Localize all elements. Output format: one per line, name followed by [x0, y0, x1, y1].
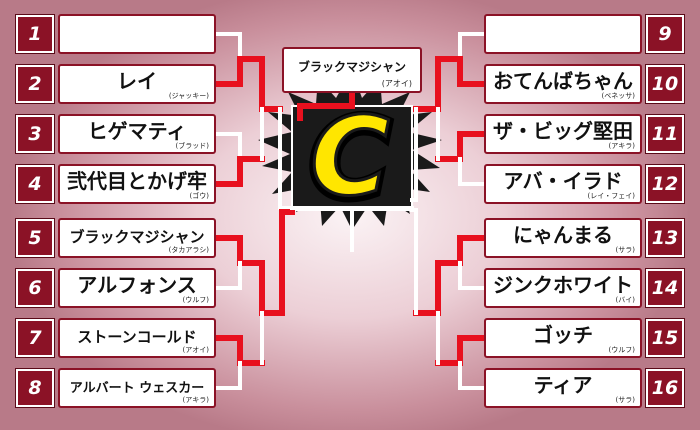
entry-box: レイ (ジャッキー) [58, 64, 216, 104]
entry-name: おてんばちゃん [493, 69, 633, 93]
entry-manager: (ジャッキー) [168, 92, 209, 100]
entry-manager: (ウルフ) [182, 296, 209, 304]
entry-name: ザ・ビッグ堅田 [493, 119, 633, 143]
entry-name: ゴッチ [533, 323, 593, 347]
entry-name: ブラックマジシャン [69, 228, 205, 246]
champion-name: ブラックマジシャン [297, 60, 406, 74]
entry-box: おてんばちゃん(ベネッサ) [484, 64, 642, 104]
seed-number: 8 [16, 369, 54, 407]
entry-manager: (アオイ) [182, 346, 209, 354]
seed-number: 3 [16, 115, 54, 153]
entry-manager: (ウルフ) [608, 346, 635, 354]
entry-manager: (タカアラシ) [168, 246, 209, 254]
entry-box: アルバート ウェスカー(アキラ) [58, 368, 216, 408]
logo-box [291, 105, 413, 211]
entry-box: にゃんまる(サラ) [484, 218, 642, 258]
entry-manager: (サラ) [615, 396, 635, 404]
entry-manager: (アキラ) [608, 142, 635, 150]
entry-box: ゴッチ (ウルフ) [484, 318, 642, 358]
entry-box: ヒゲマティ(ブラッド) [58, 114, 216, 154]
entry-box: ザ・ビッグ堅田(アキラ) [484, 114, 642, 154]
entry-box: ブラックマジシャン(タカアラシ) [58, 218, 216, 258]
entry-box: アルフォンス(ウルフ) [58, 268, 216, 308]
entry-name: アバ・イラド [503, 169, 623, 193]
seed-number: 13 [646, 219, 684, 257]
entry-name: にゃんまる [513, 223, 613, 247]
entry-name: 弐代目とかげ牢 [67, 169, 207, 193]
seed-number: 4 [16, 165, 54, 203]
entry-name: レイ [117, 69, 157, 93]
seed-number: 1 [16, 15, 54, 53]
entry-manager: (バイ) [615, 296, 635, 304]
seed-number: 16 [646, 369, 684, 407]
champion-manager: (アオイ) [381, 79, 412, 88]
svg-text:C: C [310, 97, 389, 222]
tournament-logo: C C [305, 92, 394, 227]
seed-number: 7 [16, 319, 54, 357]
entry-name: アルバート ウェスカー [69, 381, 205, 396]
seed-number: 11 [646, 115, 684, 153]
entry-manager: (ベネッサ) [601, 92, 635, 100]
entry-box: ティア (サラ) [484, 368, 642, 408]
seed-number: 10 [646, 65, 684, 103]
seed-number: 2 [16, 65, 54, 103]
svg-text:C: C [310, 95, 389, 220]
champion-box: ブラックマジシャン (アオイ) [282, 47, 422, 93]
seed-number: 12 [646, 165, 684, 203]
entry-name: アルフォンス [77, 273, 197, 297]
entry-name: ジンクホワイト [493, 273, 633, 297]
entry-box: アバ・イラド(レイ・フェイ) [484, 164, 642, 204]
entry-box [58, 14, 216, 54]
entry-box: ジンクホワイト(バイ) [484, 268, 642, 308]
entry-box: 弐代目とかげ牢(ゴウ) [58, 164, 216, 204]
entry-name: ストーンコールド [77, 328, 197, 346]
seed-number: 15 [646, 319, 684, 357]
entry-manager: (サラ) [615, 246, 635, 254]
seed-number: 9 [646, 15, 684, 53]
seed-number: 5 [16, 219, 54, 257]
entry-name: ヒゲマティ [87, 119, 187, 143]
seed-number: 14 [646, 269, 684, 307]
entry-box: ストーンコールド(アオイ) [58, 318, 216, 358]
entry-name: ティア [533, 373, 593, 397]
entry-manager: (レイ・フェイ) [587, 192, 635, 200]
entry-manager: (アキラ) [182, 396, 209, 404]
entry-manager: (ゴウ) [189, 192, 209, 200]
seed-number: 6 [16, 269, 54, 307]
entry-box [484, 14, 642, 54]
entry-manager: (ブラッド) [175, 142, 209, 150]
